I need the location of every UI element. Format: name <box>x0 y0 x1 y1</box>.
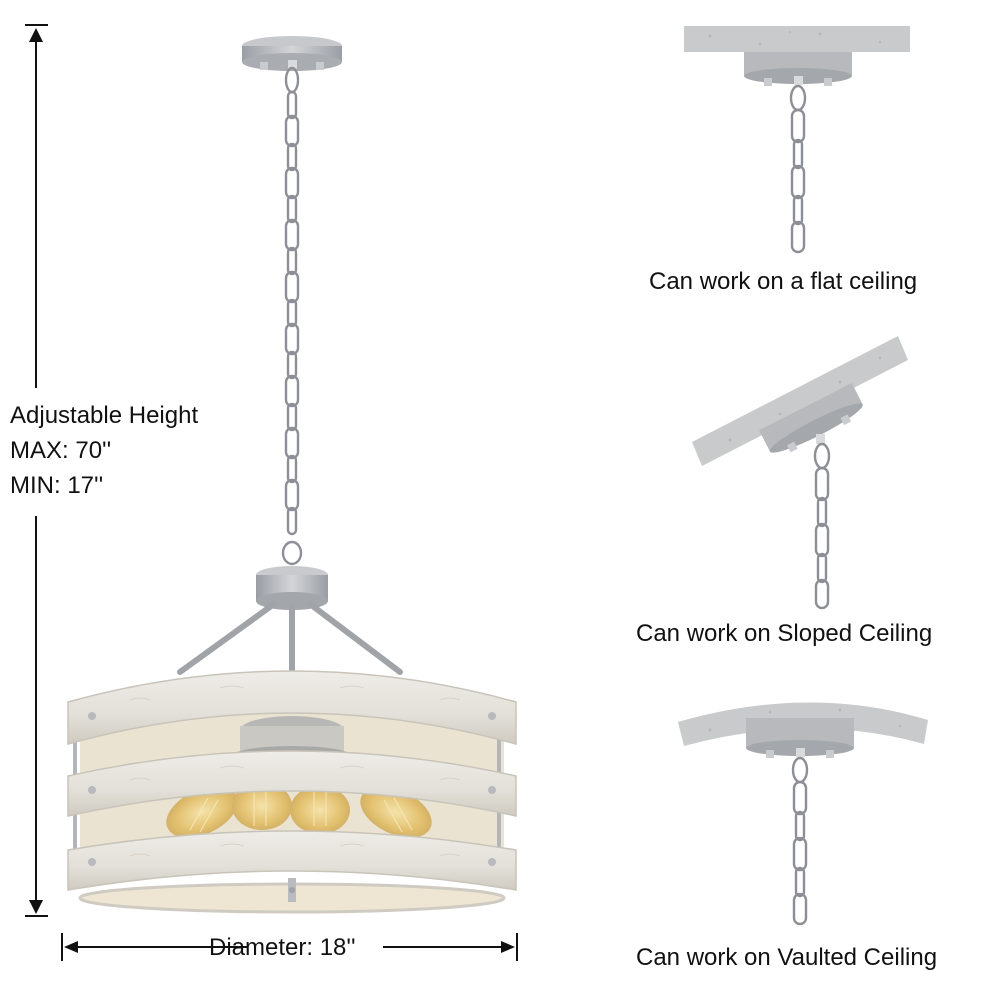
edison-bulbs <box>166 782 432 838</box>
vaulted-ceiling-illustration <box>678 702 928 926</box>
flat-ceiling-illustration <box>684 26 910 254</box>
mount-option-flat: Can work on a flat ceiling <box>640 20 980 310</box>
wood-band-bottom <box>67 830 517 891</box>
mount-option-vaulted: Can work on Vaulted Ceiling <box>636 690 990 980</box>
wood-band-middle <box>67 750 517 817</box>
caption-flat-ceiling: Can work on a flat ceiling <box>649 268 918 295</box>
wood-band-top <box>67 670 517 745</box>
ceiling-canopy <box>242 36 342 71</box>
height-dimension-line <box>25 24 48 917</box>
pendant-light-fixture <box>67 36 517 914</box>
height-max: MAX: 70'' <box>10 437 112 464</box>
caption-vaulted-ceiling: Can work on Vaulted Ceiling <box>636 944 938 971</box>
diameter-label: Diameter: 18'' <box>209 934 356 961</box>
caption-sloped-ceiling: Can work on Sloped Ceiling <box>636 620 933 647</box>
mount-option-sloped: Can work on Sloped Ceiling <box>636 330 990 660</box>
chain <box>281 66 303 566</box>
height-min: MIN: 17'' <box>10 472 104 499</box>
sloped-ceiling-illustration <box>692 336 908 610</box>
height-title: Adjustable Height <box>10 402 199 429</box>
diameter-dimension-line <box>61 933 518 961</box>
support-arms <box>177 601 403 675</box>
